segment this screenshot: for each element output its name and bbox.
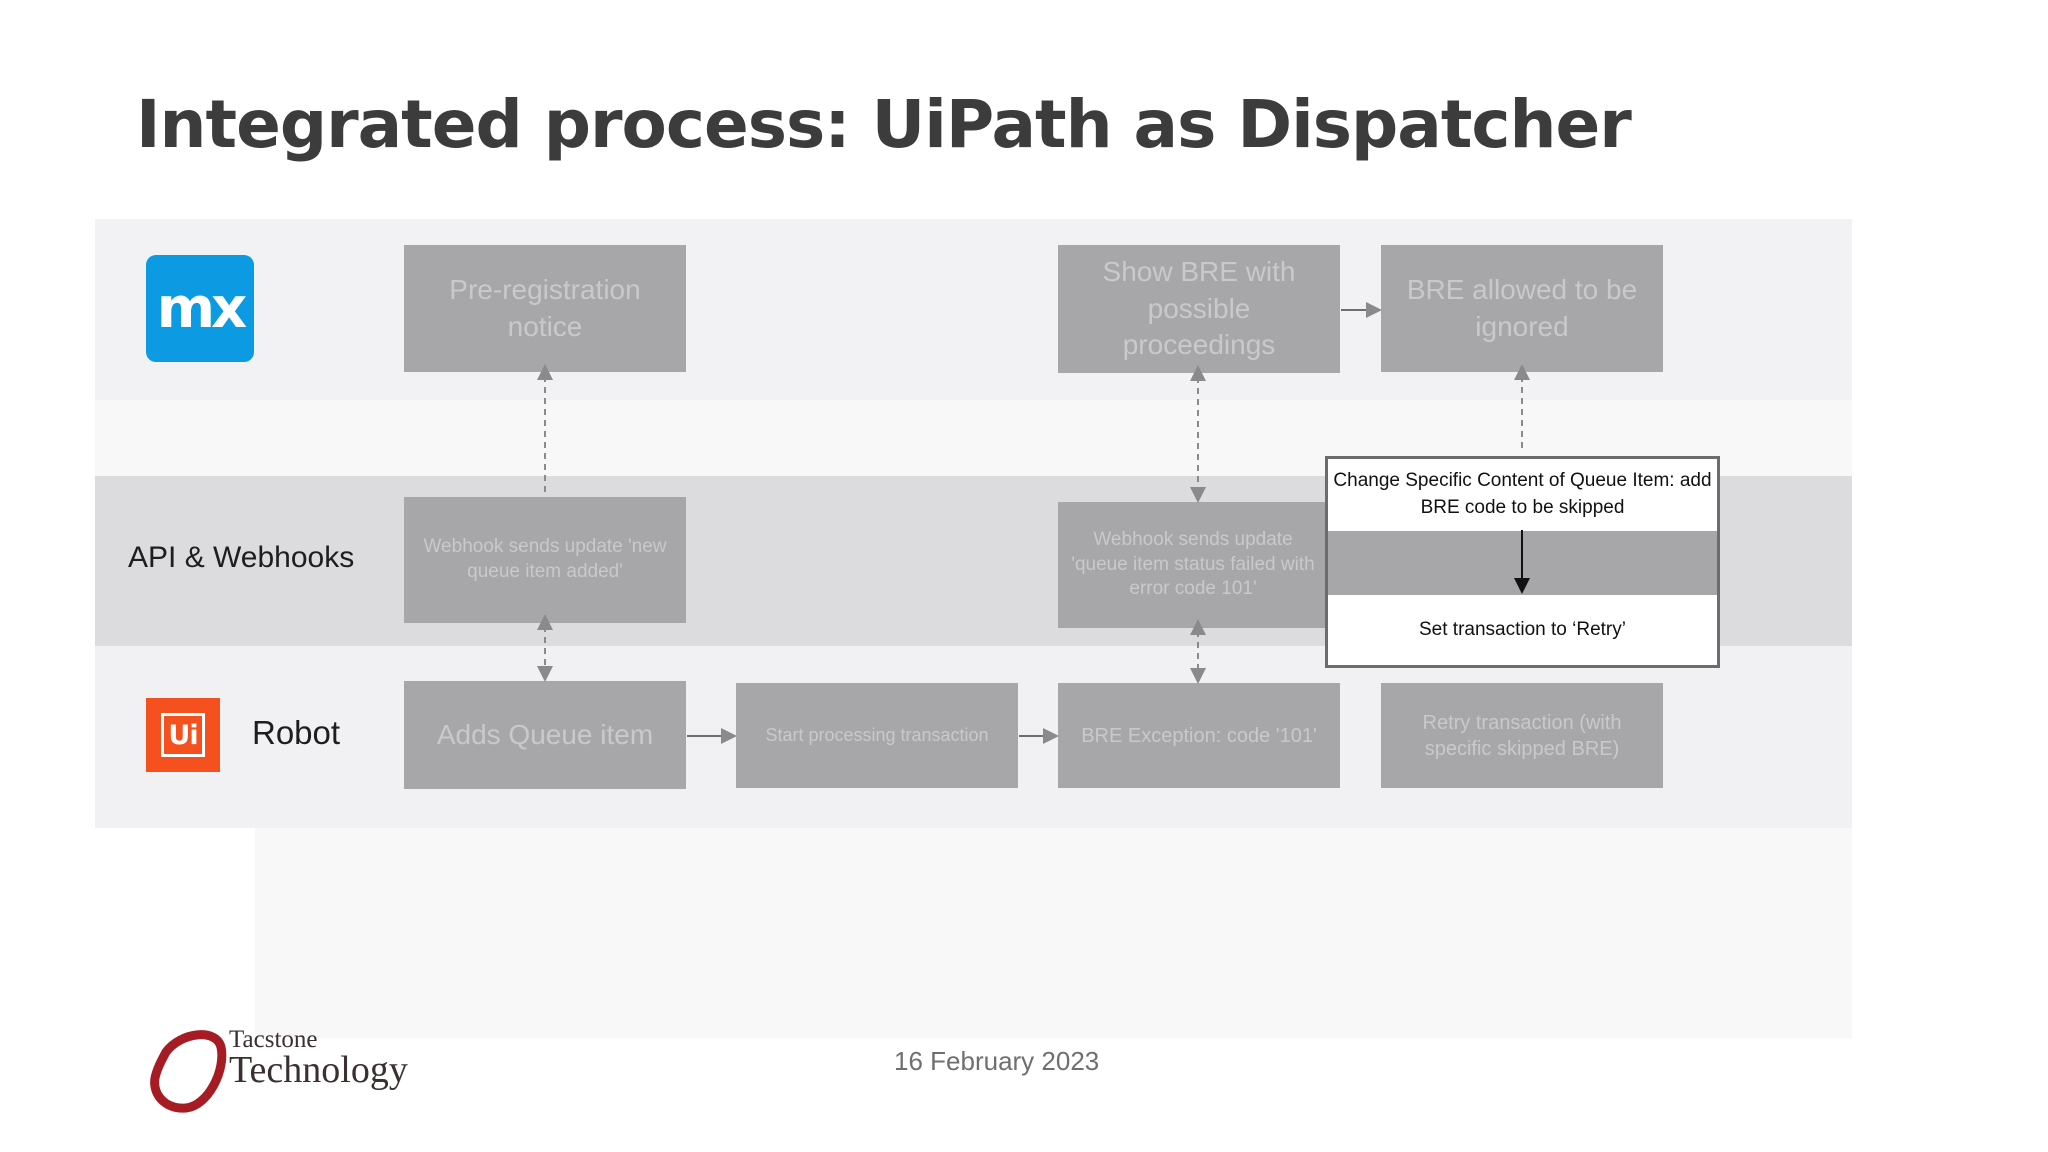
callout-change-content-text: Change Specific Content of Queue Item: a… [1333, 470, 1712, 518]
bre-exception-box: BRE Exception: code '101' [1058, 683, 1340, 788]
api-lane-label: API & Webhooks [128, 541, 355, 574]
webhook-new-item-box: Webhook sends update 'new queue item add… [404, 497, 686, 623]
adds-queue-item-box: Adds Queue item [404, 681, 686, 789]
webhook-failed-box: Webhook sends update 'queue item status … [1058, 502, 1328, 628]
callout-set-retry-text: Set transaction to ‘Retry’ [1419, 619, 1626, 640]
company-name-small: Tacstone [229, 1026, 318, 1053]
show-bre-box: Show BRE with possible proceedings [1058, 245, 1340, 373]
background-panel [255, 828, 1852, 1038]
robot-lane-label: Robot [252, 714, 341, 751]
pre-registration-box: Pre-registration notice [404, 245, 686, 372]
uipath-logo-text: Ui [161, 713, 205, 757]
retry-transaction-box: Retry transaction (with specific skipped… [1381, 683, 1663, 788]
tacstone-logo-icon [150, 1030, 227, 1113]
slide-title: Integrated process: UiPath as Dispatcher [136, 86, 1632, 163]
bre-allowed-box: BRE allowed to be ignored [1381, 245, 1663, 372]
start-processing-box: Start processing transaction [736, 683, 1018, 788]
uipath-logo-icon: Ui [146, 698, 220, 772]
slide-date: 16 February 2023 [894, 1046, 1100, 1076]
company-name-big: Technology [229, 1049, 408, 1091]
mendix-logo-icon: mx [146, 255, 254, 362]
